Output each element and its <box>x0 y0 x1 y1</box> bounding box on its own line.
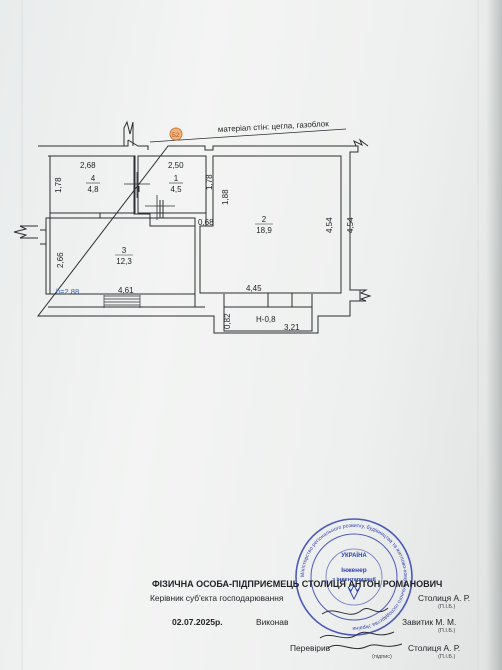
wall-break-symbols <box>13 120 372 302</box>
room3-number: 3 <box>122 246 127 255</box>
dim-top-room4: 2,68 <box>80 161 96 170</box>
entrance-marker: Б2 <box>169 127 183 141</box>
dim-small-step: 0,68 <box>198 218 214 227</box>
dimension-labels: 2,68 2,50 1,78 1,78 1,88 0,68 2,66 4,61 … <box>54 161 355 332</box>
dim-porch-left: 0,82 <box>223 313 232 329</box>
paper-rules <box>21 0 479 670</box>
entrance-mark-label: Б2 <box>172 133 180 139</box>
room2-area: 18,9 <box>256 226 272 235</box>
dim-corridor-height: 1,88 <box>221 189 230 205</box>
dim-room1-right: 1,78 <box>205 174 214 190</box>
room-labels: 4 4,8 1 4,5 2 18,9 3 12,3 <box>86 174 273 266</box>
official-stamp: Міністерство регіонального розвитку, буд… <box>295 518 413 636</box>
room1-area: 4,5 <box>170 185 182 194</box>
interior-walls <box>40 155 342 332</box>
cross-marks <box>124 172 175 220</box>
dim-porch-bottom: 3,21 <box>284 323 300 332</box>
room4-area: 4,8 <box>87 185 99 194</box>
dim-room3-bottom: 4,61 <box>118 286 134 295</box>
page-edge-shadow <box>486 0 502 670</box>
stamp-country: УКРАЇНА <box>341 552 367 559</box>
dim-room3-left: 2,66 <box>56 252 65 268</box>
dim-top-room1: 2,50 <box>168 161 184 170</box>
stamp-center-line2: з інвентаризації <box>332 577 376 583</box>
ceiling-height-label: h=2.88 <box>56 287 79 296</box>
entrance-step <box>103 295 141 308</box>
room4-number: 4 <box>91 174 96 183</box>
dim-room2-bottom: 4,45 <box>246 284 262 293</box>
room1-number: 1 <box>174 174 179 183</box>
dim-room4-left: 1,78 <box>54 177 63 193</box>
dim-outer-right: 4,54 <box>346 217 355 233</box>
material-leader-line <box>149 128 347 143</box>
room3-area: 12,3 <box>116 257 132 266</box>
stamp-center-line1: Інженер <box>341 567 366 574</box>
room2-number: 2 <box>262 215 267 224</box>
dim-room2-right-inner: 4,54 <box>325 217 334 233</box>
stamp-emblem <box>347 583 361 601</box>
material-note: матеріал стін: цегла, газоблок <box>218 119 330 134</box>
porch-label: Н-0,8 <box>256 315 276 324</box>
